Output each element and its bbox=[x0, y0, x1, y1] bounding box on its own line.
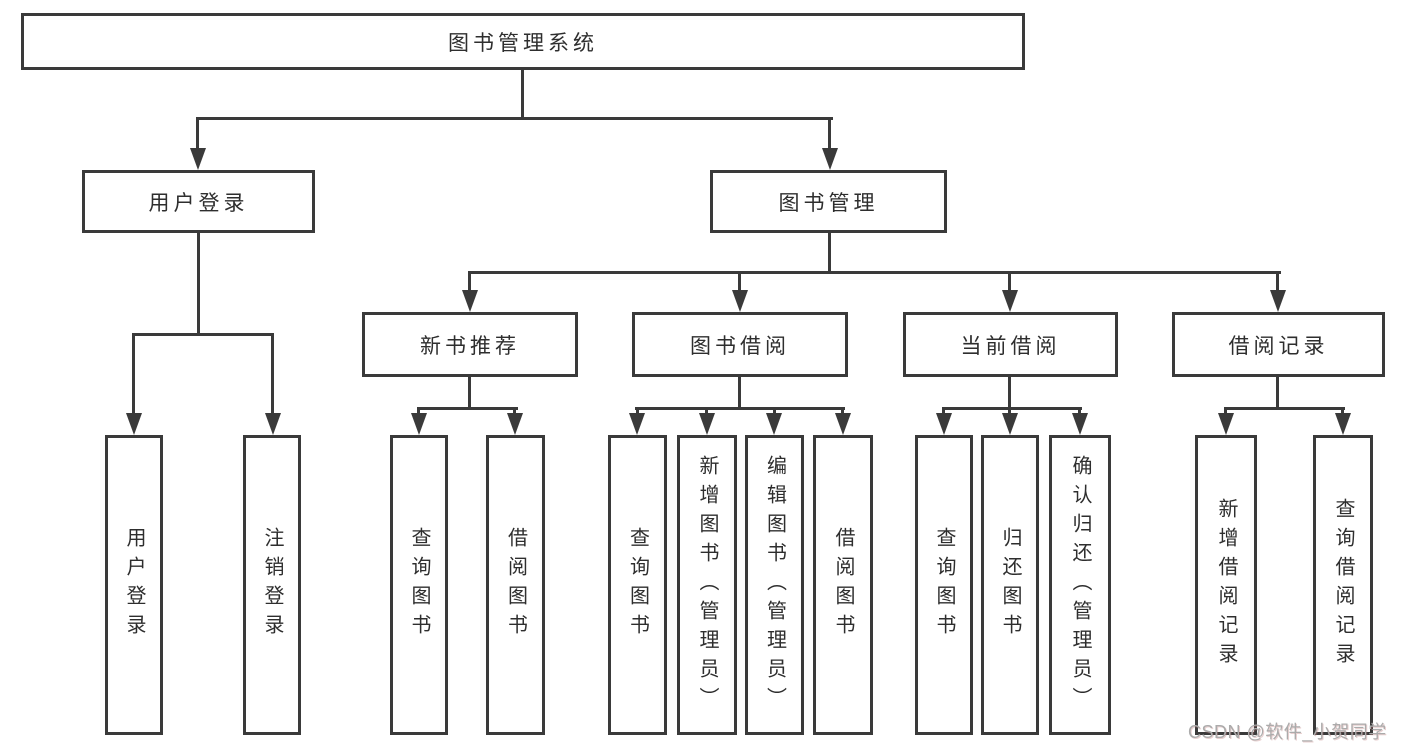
arrowhead-leaf-login bbox=[126, 413, 142, 435]
leaf-query-books-2-label: 查询图书 bbox=[626, 527, 649, 643]
connector-group4-horizontal bbox=[942, 407, 1082, 410]
leaf-logout-label: 注销登录 bbox=[261, 527, 283, 643]
arrowhead-book-mgmt bbox=[822, 148, 838, 170]
connector-root-stub bbox=[521, 70, 524, 118]
connector-leaf-drop bbox=[1008, 407, 1011, 417]
connector-drop-borrow-records bbox=[1276, 271, 1279, 295]
leaf-edit-book-admin-label: 编辑图书（管理员） bbox=[763, 454, 786, 716]
arrowhead-leaf bbox=[766, 413, 782, 435]
leaf-query-books-3-label: 查询图书 bbox=[933, 527, 955, 643]
arrowhead-leaf bbox=[699, 413, 715, 435]
node-user-login: 用户登录 bbox=[82, 170, 315, 233]
leaf-query-books-1-label: 查询图书 bbox=[408, 527, 430, 643]
leaf-query-books-1: 查询图书 bbox=[390, 435, 448, 735]
leaf-user-login-label: 用户登录 bbox=[123, 527, 145, 643]
connector-drop-leaf-logout bbox=[271, 333, 274, 418]
node-book-management-label: 图书管理 bbox=[778, 191, 879, 215]
connector-drop-new-book bbox=[468, 271, 471, 295]
leaf-add-book-admin: 新增图书（管理员） bbox=[677, 435, 737, 735]
connector-leaf-drop bbox=[942, 407, 945, 417]
connector-leaf-drop bbox=[1078, 407, 1081, 417]
node-book-borrow-label: 图书借阅 bbox=[690, 334, 790, 358]
arrowhead-leaf bbox=[936, 413, 952, 435]
leaf-query-borrow-record-label: 查询借阅记录 bbox=[1332, 498, 1354, 672]
connector-group5-horizontal bbox=[1224, 407, 1345, 410]
leaf-borrow-books-2-label: 借阅图书 bbox=[832, 527, 854, 643]
arrowhead-leaf bbox=[1002, 413, 1018, 435]
leaf-query-books-3: 查询图书 bbox=[915, 435, 973, 735]
connector-leaf-drop bbox=[636, 407, 639, 417]
leaf-borrow-books-1: 借阅图书 bbox=[486, 435, 545, 735]
arrowhead-leaf bbox=[835, 413, 851, 435]
node-root-label: 图书管理系统 bbox=[448, 31, 598, 55]
connector-leaf-drop bbox=[513, 407, 516, 417]
arrowhead-book-borrow bbox=[732, 290, 748, 312]
connector-leaf-drop bbox=[841, 407, 844, 417]
connector-group3-horizontal bbox=[635, 407, 845, 410]
connector-book-mgmt-stub bbox=[828, 233, 831, 274]
node-book-management: 图书管理 bbox=[710, 170, 947, 233]
leaf-add-book-admin-label: 新增图书（管理员） bbox=[696, 454, 718, 716]
leaf-logout: 注销登录 bbox=[243, 435, 301, 735]
connector-level3-horizontal bbox=[468, 271, 1281, 274]
connector-book-borrow-stub bbox=[738, 377, 741, 410]
connector-current-borrow-stub bbox=[1008, 377, 1011, 410]
node-borrow-records: 借阅记录 bbox=[1172, 312, 1385, 377]
arrowhead-leaf bbox=[1072, 413, 1088, 435]
arrowhead-borrow-records bbox=[1270, 290, 1286, 312]
leaf-add-borrow-record-label: 新增借阅记录 bbox=[1215, 498, 1237, 672]
leaf-edit-book-admin: 编辑图书（管理员） bbox=[745, 435, 804, 735]
node-current-borrow-label: 当前借阅 bbox=[960, 334, 1061, 358]
connector-level2-horizontal bbox=[196, 117, 833, 120]
leaf-query-borrow-record: 查询借阅记录 bbox=[1313, 435, 1373, 735]
connector-drop-current-borrow bbox=[1008, 271, 1011, 295]
node-borrow-records-label: 借阅记录 bbox=[1228, 334, 1329, 358]
node-current-borrow: 当前借阅 bbox=[903, 312, 1118, 377]
arrowhead-leaf bbox=[1335, 413, 1351, 435]
leaf-query-books-2: 查询图书 bbox=[608, 435, 667, 735]
connector-borrow-records-stub bbox=[1276, 377, 1279, 410]
arrowhead-new-book bbox=[462, 290, 478, 312]
leaf-user-login: 用户登录 bbox=[105, 435, 163, 735]
connector-drop-leaf-login bbox=[132, 333, 135, 418]
node-new-book-recommend-label: 新书推荐 bbox=[420, 334, 520, 358]
leaf-add-borrow-record: 新增借阅记录 bbox=[1195, 435, 1257, 735]
connector-leaf-drop bbox=[1341, 407, 1344, 417]
leaf-return-book: 归还图书 bbox=[981, 435, 1039, 735]
leaf-borrow-books-2: 借阅图书 bbox=[813, 435, 873, 735]
leaf-borrow-books-1-label: 借阅图书 bbox=[504, 527, 527, 643]
connector-drop-book-borrow bbox=[738, 271, 741, 295]
connector-leaf-drop bbox=[705, 407, 708, 417]
connector-drop-book-mgmt bbox=[828, 117, 831, 152]
node-user-login-label: 用户登录 bbox=[148, 191, 249, 215]
node-new-book-recommend: 新书推荐 bbox=[362, 312, 578, 377]
connector-group2-horizontal bbox=[417, 407, 518, 410]
arrowhead-leaf bbox=[507, 413, 523, 435]
connector-user-login-stub bbox=[197, 233, 200, 336]
connector-group1-horizontal bbox=[132, 333, 274, 336]
connector-new-book-stub bbox=[468, 377, 471, 410]
arrowhead-leaf bbox=[411, 413, 427, 435]
node-root: 图书管理系统 bbox=[21, 13, 1025, 70]
node-book-borrow: 图书借阅 bbox=[632, 312, 848, 377]
arrowhead-leaf bbox=[1218, 413, 1234, 435]
connector-leaf-drop bbox=[1224, 407, 1227, 417]
arrowhead-user-login bbox=[190, 148, 206, 170]
arrowhead-current-borrow bbox=[1002, 290, 1018, 312]
arrowhead-leaf bbox=[629, 413, 645, 435]
leaf-return-book-label: 归还图书 bbox=[999, 527, 1021, 643]
connector-leaf-drop bbox=[417, 407, 420, 417]
leaf-confirm-return-admin: 确认归还（管理员） bbox=[1049, 435, 1111, 735]
connector-drop-user-login bbox=[196, 117, 199, 152]
arrowhead-leaf-logout bbox=[265, 413, 281, 435]
leaf-confirm-return-admin-label: 确认归还（管理员） bbox=[1069, 454, 1091, 716]
connector-leaf-drop bbox=[773, 407, 776, 417]
csdn-watermark: CSDN @软件_小贺同学 bbox=[1188, 722, 1387, 742]
